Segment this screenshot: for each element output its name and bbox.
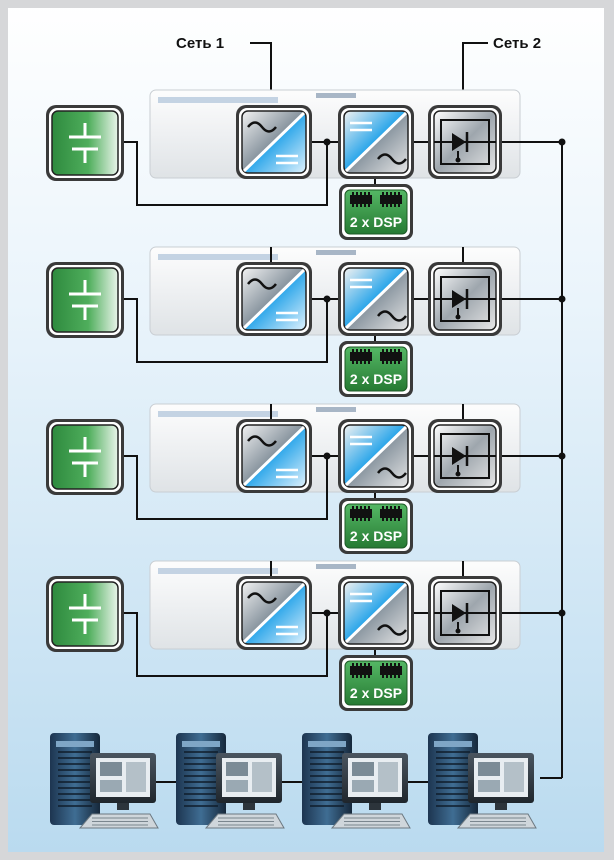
- chip-icon: [350, 195, 372, 204]
- dc-ac-converter-icon: [338, 576, 414, 650]
- static-switch-icon: [428, 105, 502, 179]
- computer-workstation-icon: [176, 733, 285, 829]
- dsp-controller-badge: 2 x DSP: [339, 655, 413, 711]
- dc-junction-dot: [323, 452, 331, 460]
- ups-module: 2 x DSP: [46, 246, 562, 397]
- tower: [428, 733, 478, 825]
- static-switch-icon: [428, 576, 502, 650]
- static-switch-icon: [428, 262, 502, 336]
- chip-icon: [380, 195, 402, 204]
- battery-icon: [46, 576, 124, 652]
- chip-icon: [380, 352, 402, 361]
- dc-junction-dot: [323, 295, 331, 303]
- battery-icon: [46, 419, 124, 495]
- network-2-label: Сеть 2: [493, 35, 541, 52]
- ac-dc-converter-icon: [236, 262, 312, 336]
- ac-dc-converter-icon: [236, 105, 312, 179]
- computer-workstation-icon: [428, 733, 537, 829]
- battery-link-line: [124, 298, 328, 363]
- cabinet-badge: [316, 407, 356, 412]
- dsp-controller-badge: 2 x DSP: [339, 184, 413, 240]
- dsp-label: 2 x DSP: [350, 214, 402, 230]
- dc-ac-converter-icon: [338, 105, 414, 179]
- chip-icon: [380, 666, 402, 675]
- cabinet-label-strip: [158, 254, 278, 260]
- cabinet-badge: [316, 93, 356, 98]
- ups-module: 2 x DSP: [46, 89, 562, 240]
- cabinet-label-strip: [158, 97, 278, 103]
- battery-link-line: [124, 612, 328, 677]
- battery-icon: [46, 262, 124, 338]
- dc-ac-converter-icon: [338, 262, 414, 336]
- dc-junction-dot: [323, 609, 331, 617]
- network-2-feed-line: [462, 42, 488, 110]
- dsp-label: 2 x DSP: [350, 685, 402, 701]
- static-switch-icon: [428, 419, 502, 493]
- dsp-label: 2 x DSP: [350, 528, 402, 544]
- computer-workstation-icon: [50, 733, 159, 829]
- battery-link-line: [124, 455, 328, 520]
- ups-module: 2 x DSP: [46, 403, 562, 554]
- chip-icon: [350, 666, 372, 675]
- output-bus: [540, 138, 566, 779]
- ups-modules: 2 x DSP 2 x DSP 2 x DSP 2 x DSP: [46, 89, 562, 711]
- dc-junction-dot: [323, 138, 331, 146]
- tower: [302, 733, 352, 825]
- network-1-feed-line: [250, 42, 272, 110]
- dsp-controller-badge: 2 x DSP: [339, 341, 413, 397]
- battery-icon: [46, 105, 124, 181]
- chip-icon: [350, 509, 372, 518]
- computer-workstation-icon: [302, 733, 411, 829]
- cabinet-label-strip: [158, 411, 278, 417]
- computers-row: [50, 733, 537, 829]
- cabinet-badge: [316, 250, 356, 255]
- chip-icon: [380, 509, 402, 518]
- battery-link-line: [124, 141, 328, 206]
- cabinet-label-strip: [158, 568, 278, 574]
- ac-dc-converter-icon: [236, 419, 312, 493]
- dc-ac-converter-icon: [338, 419, 414, 493]
- ups-module: 2 x DSP: [46, 560, 562, 711]
- tower: [176, 733, 226, 825]
- network-1-label: Сеть 1: [176, 35, 224, 52]
- dsp-label: 2 x DSP: [350, 371, 402, 387]
- dsp-controller-badge: 2 x DSP: [339, 498, 413, 554]
- cabinet-badge: [316, 564, 356, 569]
- chip-icon: [350, 352, 372, 361]
- ac-dc-converter-icon: [236, 576, 312, 650]
- tower: [50, 733, 100, 825]
